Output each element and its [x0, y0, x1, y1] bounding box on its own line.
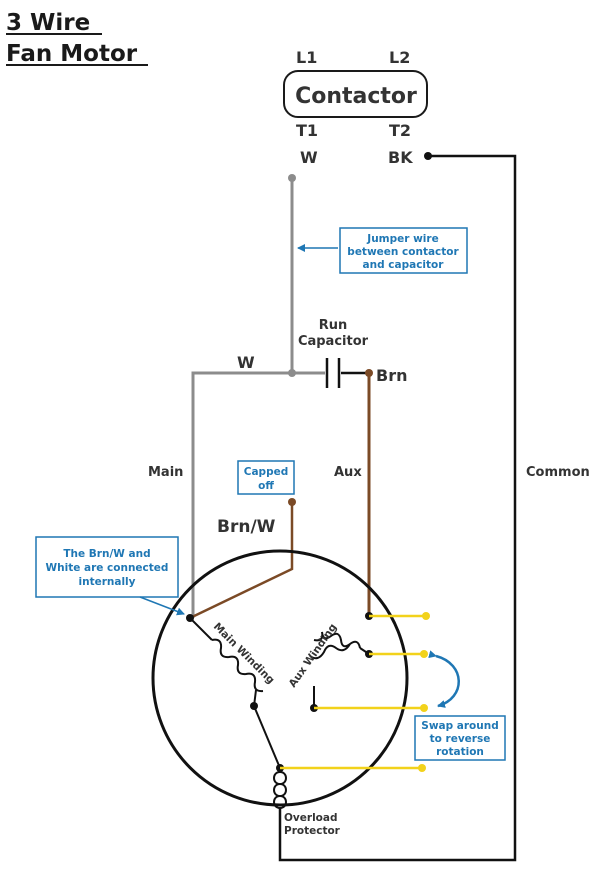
- brn-w-label: Brn/W: [217, 517, 276, 537]
- w-junction-label: W: [237, 353, 255, 372]
- w-junction-dot: [288, 369, 296, 377]
- contactor-bk-terminal: BK: [388, 148, 413, 167]
- common-label: Common: [526, 465, 590, 480]
- overload-label-2: Protector: [284, 825, 341, 837]
- run-capacitor-label-1: Run: [319, 318, 348, 333]
- common-wire: [278, 154, 517, 862]
- brn-w-wire: [189, 502, 294, 620]
- main-label: Main: [148, 465, 183, 480]
- contactor-l2-label: L2: [389, 48, 410, 67]
- title-line-2: Fan Motor: [6, 41, 138, 67]
- main-winding-lead-top: [189, 617, 213, 641]
- internal-note-line-2: White are connected: [46, 562, 169, 574]
- aux-yellow-dot: [422, 612, 430, 620]
- aux-winding-label: Aux Winding: [287, 622, 340, 690]
- contactor-t1-label: T1: [296, 121, 318, 140]
- capped-note-line-1: Capped: [244, 466, 288, 478]
- motor-housing: [151, 549, 409, 807]
- overload-protector-icon: [273, 771, 281, 809]
- contactor-box: [283, 70, 428, 118]
- internal-note-line-1: The Brn/W and: [63, 548, 150, 560]
- overload-label-1: Overload: [284, 812, 337, 824]
- capped-note-line-2: off: [258, 480, 274, 492]
- brn-capacitor-dot: [365, 369, 373, 377]
- internal-note-box: [35, 536, 179, 598]
- swap-note-box: [414, 715, 506, 761]
- swap-arrow: [428, 650, 460, 708]
- title-line-1: 3 Wire: [6, 10, 90, 36]
- aux-label: Aux: [334, 465, 362, 480]
- jumper-note-box: [339, 227, 468, 274]
- contactor-w-terminal: W: [300, 148, 318, 167]
- aux-bottom-yellow-dot: [420, 704, 428, 712]
- swap-note-line-2: to reverse: [430, 733, 491, 745]
- swap-note-line-1: Swap around: [421, 720, 498, 732]
- run-capacitor-label-2: Capacitor: [298, 334, 369, 349]
- common-yellow-dot: [418, 764, 426, 772]
- jumper-note-line-3: and capacitor: [363, 259, 445, 271]
- overload-protector-icon-right: [279, 771, 287, 809]
- contactor-t2-label: T2: [389, 121, 411, 140]
- brn-label: Brn: [376, 366, 407, 385]
- common-internal-lead: [253, 705, 281, 769]
- contactor-label: Contactor: [295, 84, 417, 109]
- internal-note-arrow: [139, 596, 185, 616]
- jumper-note-line-2: between contactor: [347, 246, 459, 258]
- main-wire: [191, 371, 292, 618]
- capped-note-box: [237, 460, 295, 495]
- contactor-l1-label: L1: [296, 48, 317, 67]
- internal-note-line-3: internally: [79, 576, 136, 588]
- swap-note-line-3: rotation: [436, 746, 484, 758]
- aux-top-yellow-dot: [420, 650, 428, 658]
- bk-terminal-dot: [424, 152, 432, 160]
- jumper-note-line-1: Jumper wire: [366, 233, 438, 245]
- w-terminal-dot: [288, 174, 296, 182]
- brn-w-capped-dot: [288, 498, 296, 506]
- aux-winding-coil: [309, 631, 361, 660]
- main-winding-coil: [211, 638, 264, 693]
